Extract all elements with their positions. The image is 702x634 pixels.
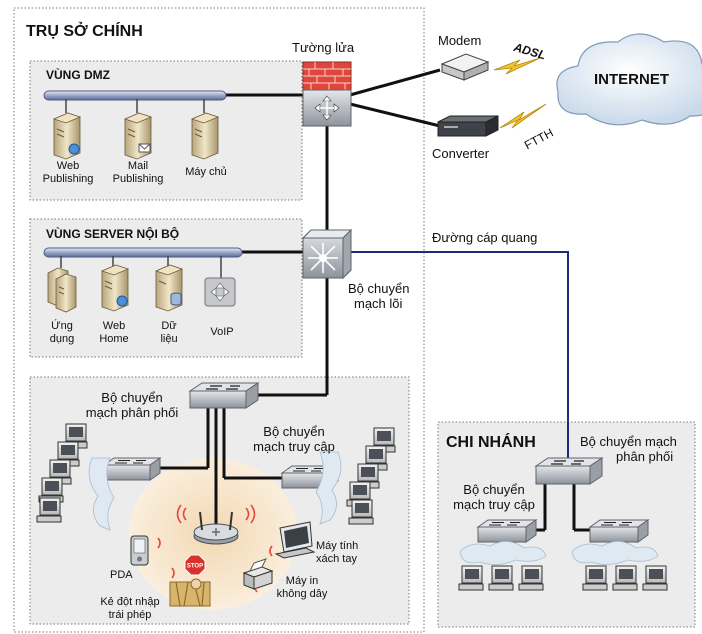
modem-label: Modem (438, 33, 482, 48)
pc-icon (612, 565, 638, 591)
internal-bus (43, 247, 243, 278)
fiber-link-label: Đường cáp quang (432, 230, 538, 245)
wireless-printer-icon (242, 558, 274, 590)
dmz-bus (43, 90, 227, 113)
pda-icon (130, 535, 149, 566)
web-publishing-server-icon (52, 112, 82, 160)
voip-icon (204, 277, 236, 307)
internet-cloud-icon (556, 33, 702, 126)
headquarters-title: TRỤ SỞ CHÍNH (26, 23, 143, 40)
internet-label: INTERNET (594, 71, 669, 88)
ftth-lightning-icon (499, 103, 547, 129)
branch-right-pc-group (582, 565, 668, 591)
firewall-label: Tường lửa (292, 40, 355, 55)
internal-zone-title: VÙNG SERVER NỘI BỘ (46, 227, 180, 241)
wireless-signal (157, 504, 273, 593)
hq-right-cloud (315, 451, 342, 525)
converter-label: Converter (432, 146, 490, 161)
firewall-icon (302, 61, 352, 127)
branch-right-cloud (571, 541, 659, 565)
hq-distribution-switch-icon (188, 382, 260, 409)
dmz-title: VÙNG DMZ (46, 68, 110, 82)
dmz-server-label: Máy chủ (185, 166, 227, 178)
stop-sign-icon: STOP (184, 554, 206, 576)
web-home-server-icon (100, 264, 130, 312)
pc-icon (518, 565, 544, 591)
converter-icon (437, 115, 499, 137)
pc-icon (488, 565, 514, 591)
internal-server-label: VoIP (210, 326, 234, 338)
pc-icon (348, 499, 374, 525)
mail-publishing-server-icon (123, 112, 153, 160)
hq-left-pc-group (36, 423, 88, 523)
adsl-lightning-icon (493, 57, 541, 75)
fiber-link (350, 251, 569, 458)
wireless-access-point-icon (193, 511, 239, 545)
hq-access-switch-left-icon (102, 457, 162, 481)
pc-icon (582, 565, 608, 591)
branch-access-switch-right-icon (588, 519, 650, 543)
pc-icon (642, 565, 668, 591)
hq-right-pc-group (346, 427, 396, 525)
branch-access-switch-left-icon (476, 519, 538, 543)
app-server-icon (47, 267, 77, 313)
pc-icon (36, 497, 62, 523)
pda-label: PDA (110, 569, 133, 581)
branch-distribution-switch-icon (534, 457, 604, 485)
branch-left-cloud (459, 541, 547, 565)
laptop-icon (274, 521, 316, 559)
branch-title: CHI NHÁNH (446, 434, 536, 451)
hq-left-cloud (88, 457, 115, 531)
pc-icon (458, 565, 484, 591)
intruder-icon (169, 578, 211, 607)
database-server-icon (154, 264, 184, 312)
stop-sign-label: STOP (187, 564, 203, 570)
core-switch-icon (301, 228, 353, 280)
modem-icon (440, 53, 490, 81)
branch-left-pc-group (458, 565, 544, 591)
headquarters-border (13, 7, 425, 633)
server-icon (190, 112, 220, 160)
